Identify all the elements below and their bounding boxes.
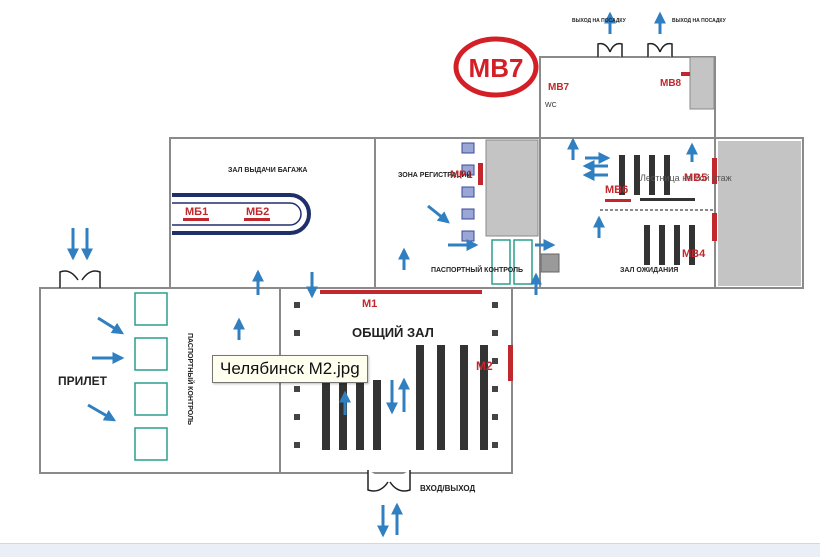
label-entrance: ВХОД/ВЫХОД (420, 484, 475, 493)
marker-m1: М1 (362, 298, 377, 310)
label-wc: WC (545, 102, 557, 109)
mb2-bar (244, 218, 270, 221)
marker-mv8: МВ8 (660, 78, 682, 89)
label-stairs: Лестница на 2ой этаж (640, 173, 732, 183)
registration-block (485, 139, 539, 237)
mr1-bar (478, 163, 483, 185)
marker-mv6: МВ6 (605, 184, 628, 196)
scanner-block (540, 253, 560, 273)
baggage-carousel (172, 193, 311, 235)
label-boarding-exit-1: ВЫХОД НА ПОСАДКУ (572, 18, 627, 24)
mv4-bar (712, 213, 717, 241)
mv8-bar (681, 72, 690, 76)
mv5-bar (712, 158, 717, 184)
mv6-bar (605, 199, 631, 202)
marker-mr1: МР1 (450, 169, 473, 181)
marker-mb2: МБ2 (246, 206, 269, 218)
passport-booths-departure (491, 239, 533, 285)
label-boarding-exit-2: ВЫХОД НА ПОСАДКУ (672, 18, 727, 24)
bottom-bar (0, 543, 820, 557)
label-baggage-hall: ЗАЛ ВЫДАЧИ БАГАЖА (228, 167, 307, 174)
passport-booths-arrival (134, 292, 168, 461)
walls (39, 56, 804, 474)
marker-mv5: МВ5 (684, 172, 707, 184)
doors (59, 42, 673, 492)
label-arrival: ПРИЛЕТ (58, 374, 108, 388)
label-passport-control: ПАСПОРТНЫЙ КОНТРОЛЬ (431, 265, 523, 274)
marker-mv7: МВ7 (548, 82, 570, 93)
label-waiting-hall: ЗАЛ ОЖИДАНИЯ (620, 267, 678, 274)
highlight-label: МВ7 (469, 53, 524, 83)
label-passport-control-arrival: ПАСПОРТНЫЙ КОНТРОЛЬ (186, 333, 195, 425)
mb1-bar (183, 218, 209, 221)
flow-arrows (67, 11, 698, 538)
seating-main-hall (322, 345, 488, 450)
image-tooltip: Челябинск М2.jpg (212, 355, 368, 383)
label-main-hall: ОБЩИЙ ЗАЛ (352, 325, 434, 340)
seating-waiting-hall (619, 155, 695, 265)
marker-mb1: МБ1 (185, 206, 208, 218)
highlight-circle (453, 36, 539, 98)
m1-bar (320, 290, 482, 294)
marker-mv4: МВ4 (682, 248, 706, 260)
annex-block (718, 141, 801, 286)
marker-m2: М2 (476, 359, 493, 373)
checkin-counters (461, 142, 475, 242)
label-registration: ЗОНА РЕГИСТРАЦИИ (398, 172, 472, 179)
m2-bar (508, 345, 513, 381)
mv8-block (689, 56, 715, 110)
